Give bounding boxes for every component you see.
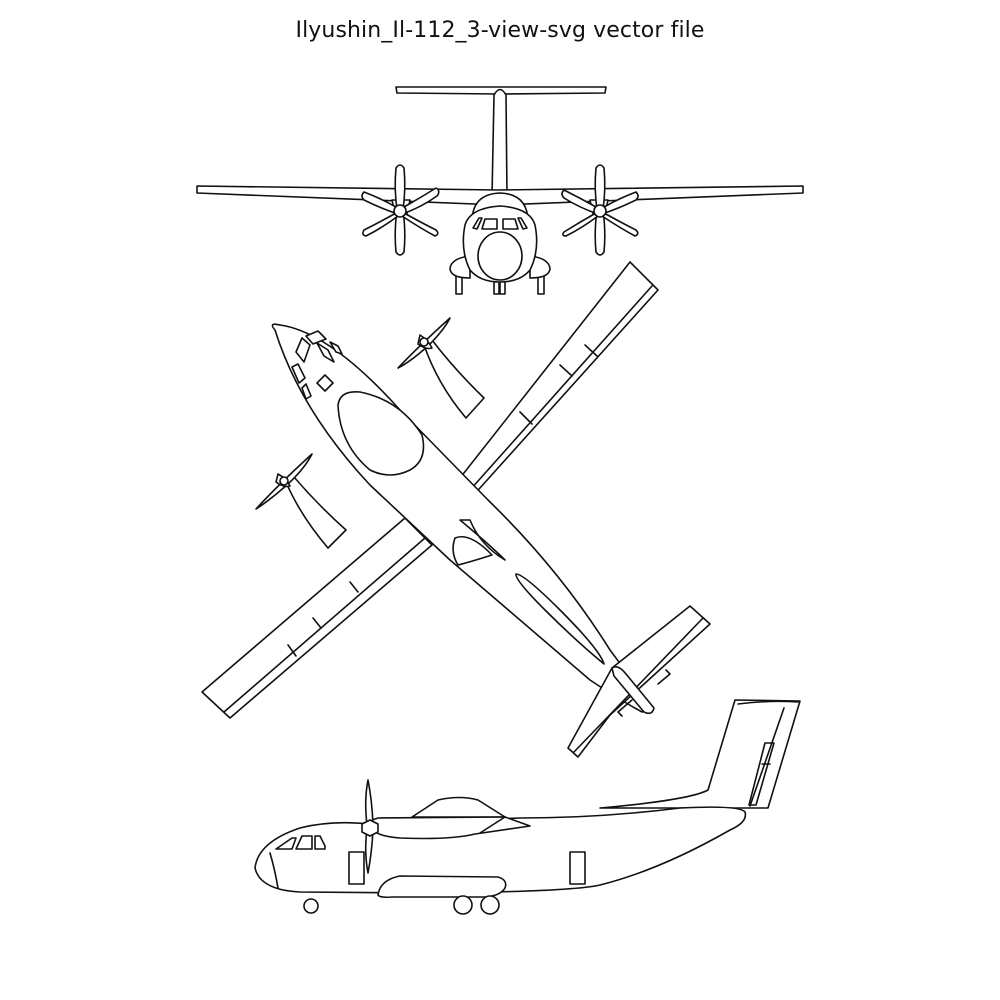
front-window-left xyxy=(481,218,498,230)
front-left-gear-pod xyxy=(449,255,471,279)
side-main-wheel-rear xyxy=(480,895,500,915)
side-front-door xyxy=(348,851,365,885)
top-right-engine-nacelle xyxy=(423,339,485,419)
front-window-far-left xyxy=(472,217,483,230)
prop-blade xyxy=(601,212,639,237)
top-window xyxy=(295,337,311,363)
top-vertical-fin xyxy=(611,666,655,715)
top-window xyxy=(301,383,312,400)
top-left-wing-flap-line xyxy=(223,537,426,713)
prop-blade xyxy=(562,212,599,237)
top-rear-ramp xyxy=(515,573,605,665)
top-left-wing xyxy=(201,517,433,719)
front-right-spinner xyxy=(593,204,607,218)
top-wing-root-fairing xyxy=(459,519,506,561)
prop-blade xyxy=(594,209,606,256)
top-canopy-area xyxy=(337,390,425,476)
top-left-propeller xyxy=(255,453,313,510)
top-left-aileron xyxy=(287,581,359,657)
top-right-wing xyxy=(459,261,659,509)
side-rudder-line xyxy=(737,700,799,807)
top-view xyxy=(201,261,711,758)
front-window-far-right xyxy=(517,217,528,230)
prop-blade xyxy=(362,212,399,237)
top-window xyxy=(291,363,306,384)
top-elevator-line xyxy=(573,617,704,753)
prop-blade xyxy=(401,187,440,215)
side-window-front xyxy=(275,837,297,850)
prop-blade xyxy=(394,209,406,256)
side-rudder-tabs xyxy=(748,742,775,806)
front-left-spinner xyxy=(393,204,407,218)
top-window xyxy=(329,341,343,355)
side-gear-sponson xyxy=(377,875,507,899)
prop-blade xyxy=(361,191,399,215)
side-rear-door xyxy=(569,851,586,885)
prop-blade xyxy=(401,212,439,237)
top-left-engine-nacelle xyxy=(285,476,347,549)
top-window xyxy=(316,342,335,363)
top-right-propeller xyxy=(397,317,451,369)
prop-blade xyxy=(601,191,639,215)
top-hatch xyxy=(316,374,334,392)
front-vertical-fin xyxy=(491,88,508,197)
front-right-gear-pod xyxy=(529,255,551,279)
side-main-wheel-front xyxy=(453,895,473,915)
drawing-title: Ilyushin_Il-112_3-view-svg vector file xyxy=(295,18,705,43)
front-window-right xyxy=(502,218,519,230)
side-window-middle xyxy=(295,835,313,850)
side-nacelle-line xyxy=(479,816,506,834)
top-right-aileron xyxy=(519,344,598,425)
side-propeller xyxy=(361,779,379,874)
side-nose-radome-line xyxy=(269,852,279,889)
top-rear-fuselage-cutout xyxy=(452,536,493,566)
side-view xyxy=(254,699,801,915)
prop-blade xyxy=(594,164,606,211)
top-elevator-tab xyxy=(617,669,671,717)
side-vertical-tail xyxy=(599,699,801,809)
front-right-propeller xyxy=(561,164,639,256)
side-wing-fairing xyxy=(411,796,506,818)
prop-blade xyxy=(561,189,599,215)
top-right-wing-flap-line xyxy=(469,285,653,491)
front-nose-radome xyxy=(477,231,523,281)
prop-blade xyxy=(394,164,406,211)
front-view xyxy=(196,86,804,295)
top-window xyxy=(305,330,327,345)
side-window-rear xyxy=(314,835,326,850)
front-left-propeller xyxy=(361,164,440,256)
side-nose-wheel xyxy=(303,898,319,914)
